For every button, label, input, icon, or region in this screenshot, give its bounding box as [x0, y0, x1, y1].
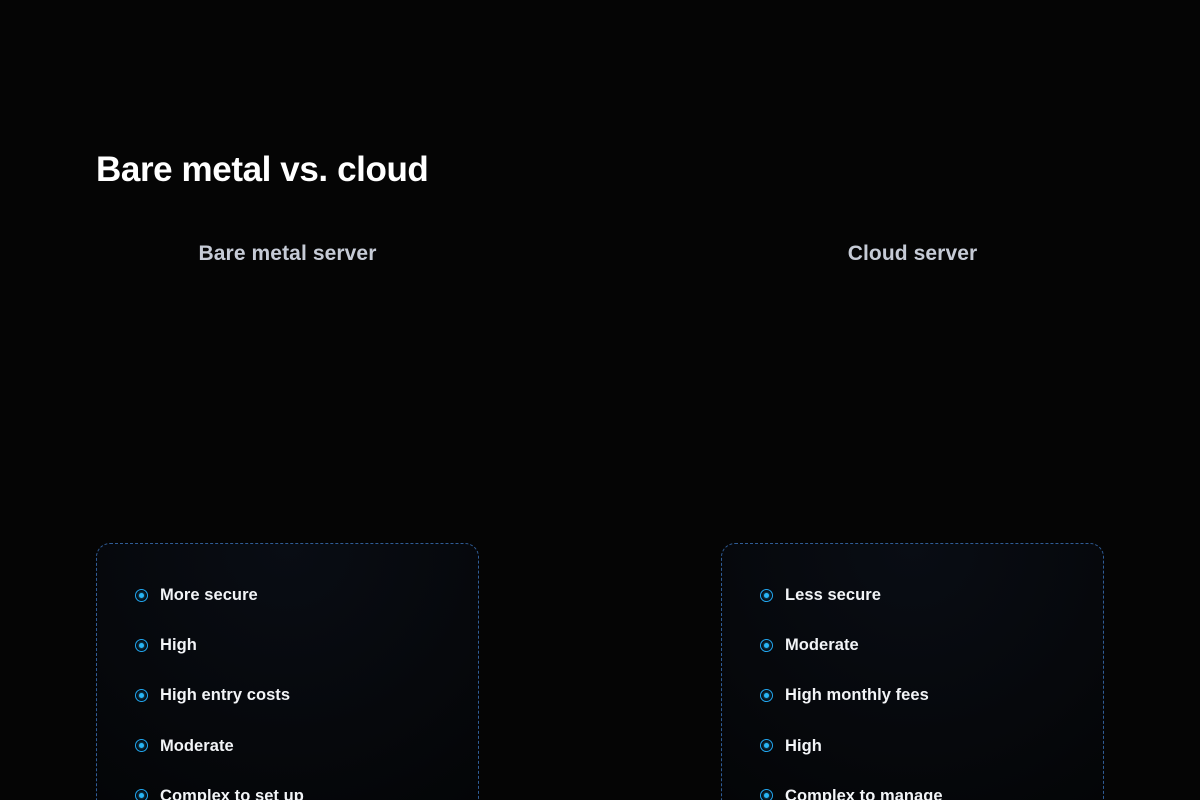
list-item-label: Complex to set up — [160, 786, 304, 800]
list-item-label: Moderate — [785, 636, 859, 655]
radio-dot-icon — [760, 739, 773, 753]
bare-metal-value-list: More secure High High entry costs Modera… — [97, 570, 478, 800]
list-item-label: High monthly fees — [785, 686, 929, 705]
list-item: Less secure — [722, 570, 1103, 620]
radio-dot-icon — [135, 789, 148, 800]
bare-metal-card: More secure High High entry costs Modera… — [96, 543, 479, 800]
cloud-card: Less secure Moderate High monthly fees H… — [721, 543, 1104, 800]
list-item-label: High — [160, 636, 197, 655]
radio-dot-icon — [760, 688, 773, 702]
radio-dot-icon — [760, 789, 773, 800]
list-item-label: Moderate — [160, 736, 234, 755]
list-item: Complex to set up — [97, 771, 478, 800]
column-header-bare-metal: Bare metal server — [198, 242, 377, 265]
comparison-headers: Bare metal server Cloud server — [0, 240, 1200, 278]
comparison-cards: More secure High High entry costs Modera… — [0, 543, 1200, 800]
radio-dot-icon — [135, 588, 148, 602]
list-item: High — [722, 721, 1103, 771]
list-item: Moderate — [97, 721, 478, 771]
list-item: High — [97, 620, 478, 670]
list-item-label: Complex to manage — [785, 786, 943, 800]
list-item-label: More secure — [160, 586, 258, 605]
list-item: Complex to manage — [722, 771, 1103, 800]
radio-dot-icon — [135, 739, 148, 753]
column-header-cloud: Cloud server — [847, 242, 978, 265]
list-item-label: Less secure — [785, 586, 881, 605]
radio-dot-icon — [760, 588, 773, 602]
list-item-label: High entry costs — [160, 686, 291, 705]
list-item: High monthly fees — [722, 670, 1103, 720]
page-title: Bare metal vs. cloud — [96, 150, 429, 189]
radio-dot-icon — [135, 688, 148, 702]
comparison-table: Bare metal server Cloud server More secu… — [0, 240, 1200, 800]
list-item: High entry costs — [97, 670, 478, 720]
radio-dot-icon — [135, 638, 148, 652]
list-item: More secure — [97, 570, 478, 620]
radio-dot-icon — [760, 638, 773, 652]
list-item-label: High — [785, 736, 822, 755]
cloud-value-list: Less secure Moderate High monthly fees H… — [722, 570, 1103, 800]
list-item: Moderate — [722, 620, 1103, 670]
